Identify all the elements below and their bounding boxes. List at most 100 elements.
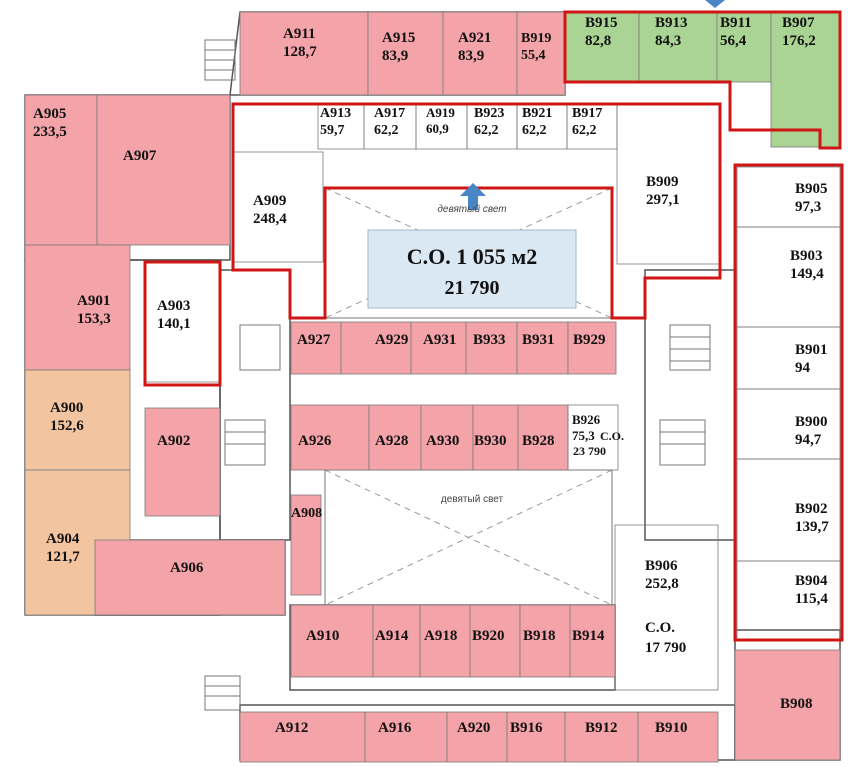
unit-area-rect[interactable]: [144, 407, 221, 517]
unit-area-label: 56,4: [720, 33, 747, 49]
unit-area-rect[interactable]: [94, 539, 286, 616]
unit-area-rect[interactable]: [567, 404, 619, 471]
unit-area-label: 153,3: [77, 311, 111, 327]
unit-area-rect[interactable]: [290, 321, 342, 375]
b906-price-value: 17 790: [645, 640, 686, 656]
unit-a908[interactable]: A908: [290, 494, 322, 596]
unit-area-rect[interactable]: [340, 321, 412, 375]
unit-area-rect[interactable]: [736, 226, 841, 328]
unit-area-rect[interactable]: [517, 404, 569, 471]
unit-a929[interactable]: A929: [340, 321, 412, 375]
unit-a914[interactable]: A914: [372, 604, 421, 678]
unit-area-rect[interactable]: [516, 321, 569, 375]
unit-area-rect[interactable]: [614, 524, 719, 691]
unit-area-rect[interactable]: [465, 321, 518, 375]
unit-a910[interactable]: A910: [290, 604, 374, 678]
unit-area-rect[interactable]: [239, 11, 369, 96]
unit-area-rect[interactable]: [364, 711, 448, 763]
unit-a930[interactable]: A930: [420, 404, 474, 471]
unit-area-rect[interactable]: [734, 649, 841, 761]
unit-a927[interactable]: A927: [290, 321, 342, 375]
unit-id-label: B919: [521, 31, 551, 46]
unit-b928[interactable]: B928: [517, 404, 569, 471]
unit-b916[interactable]: B916: [506, 711, 566, 763]
unit-a928[interactable]: A928: [368, 404, 422, 471]
unit-area-rect[interactable]: [368, 404, 422, 471]
unit-a916[interactable]: A916: [364, 711, 448, 763]
unit-b920[interactable]: B920: [469, 604, 521, 678]
unit-id-label: B914: [572, 628, 605, 644]
unit-a920[interactable]: A920: [446, 711, 508, 763]
unit-b908[interactable]: B908: [734, 649, 841, 761]
unit-a931[interactable]: A931: [410, 321, 467, 375]
unit-area-rect[interactable]: [96, 94, 231, 246]
unit-id-label: A901: [77, 293, 110, 309]
unit-area-rect[interactable]: [770, 11, 842, 148]
unit-b914[interactable]: B914: [569, 604, 616, 678]
unit-area-rect[interactable]: [442, 11, 518, 96]
unit-b931[interactable]: B931: [516, 321, 569, 375]
unit-area-label: 149,4: [790, 266, 824, 282]
unit-area-rect[interactable]: [736, 326, 841, 390]
unit-id-label: A931: [423, 332, 456, 348]
unit-b910[interactable]: B910: [637, 711, 719, 763]
unit-area-rect[interactable]: [290, 494, 322, 596]
unit-b918[interactable]: B918: [519, 604, 571, 678]
unit-area-rect[interactable]: [567, 321, 617, 375]
unit-a902[interactable]: A902: [144, 407, 221, 517]
unit-area-rect[interactable]: [506, 711, 566, 763]
unit-area-rect[interactable]: [24, 369, 131, 471]
unit-b930[interactable]: B930: [472, 404, 519, 471]
unit-b912[interactable]: B912: [564, 711, 639, 763]
unit-a918[interactable]: A918: [419, 604, 471, 678]
unit-area-rect[interactable]: [637, 711, 719, 763]
unit-area-rect[interactable]: [420, 404, 474, 471]
unit-a926[interactable]: A926: [290, 404, 370, 471]
unit-area-rect[interactable]: [569, 604, 616, 678]
unit-b933[interactable]: B933: [465, 321, 518, 375]
unit-area-rect[interactable]: [410, 321, 467, 375]
unit-area-rect[interactable]: [736, 166, 841, 228]
unit-a901[interactable]: A901 153,3: [24, 244, 131, 371]
unit-a907[interactable]: A907: [96, 94, 231, 246]
unit-area-rect[interactable]: [24, 244, 131, 371]
unit-area-rect[interactable]: [24, 94, 98, 246]
unit-area-rect[interactable]: [638, 11, 718, 83]
unit-a906[interactable]: A906: [94, 539, 286, 616]
unit-area-rect[interactable]: [239, 711, 366, 763]
unit-area-rect[interactable]: [472, 404, 519, 471]
unit-area-rect[interactable]: [290, 604, 374, 678]
unit-a912[interactable]: A912: [239, 711, 366, 763]
unit-area-rect[interactable]: [564, 711, 639, 763]
unit-b929[interactable]: B929: [567, 321, 617, 375]
unit-area-rect[interactable]: [469, 604, 521, 678]
